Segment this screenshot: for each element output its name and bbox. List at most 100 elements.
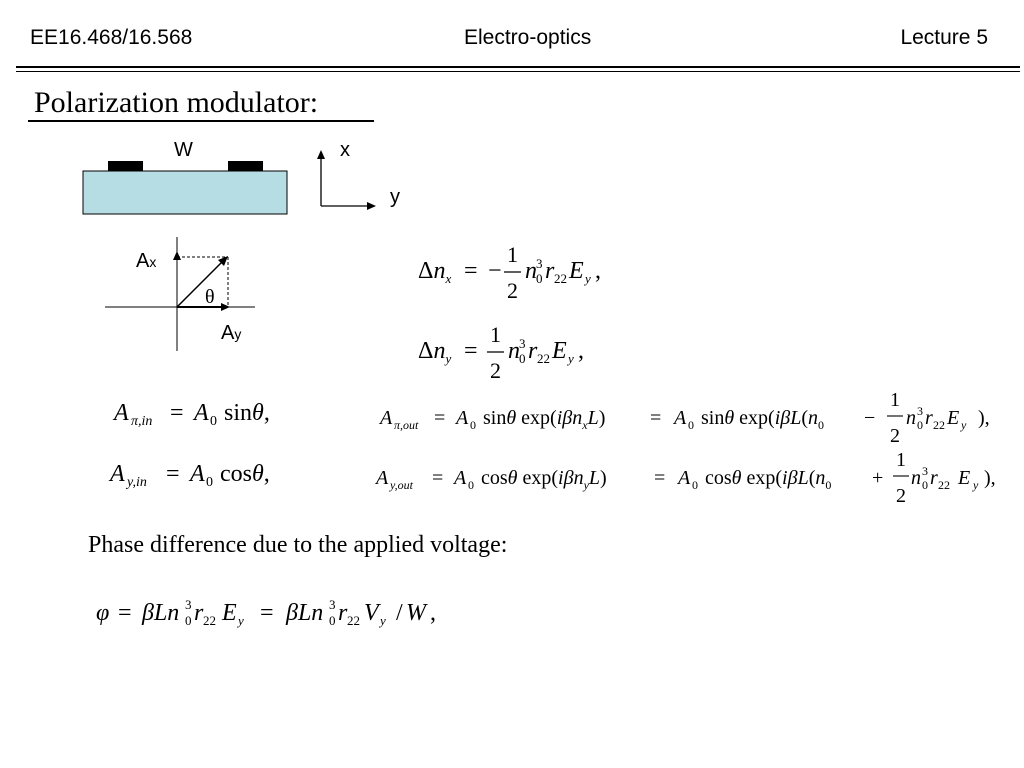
svg-text:n: n bbox=[906, 407, 916, 429]
svg-text:y: y bbox=[972, 478, 979, 492]
svg-text:=: = bbox=[464, 258, 478, 284]
svg-text:,: , bbox=[430, 600, 436, 626]
svg-text:1: 1 bbox=[896, 449, 906, 471]
svg-text:W: W bbox=[406, 600, 428, 626]
header-rule-thick bbox=[16, 66, 1020, 68]
y-arrow-icon bbox=[367, 202, 376, 210]
svg-text:0: 0 bbox=[688, 418, 694, 432]
eq-delta-ny: Δny = 1 2 n 3 0 r 22 E y , bbox=[418, 322, 584, 383]
svg-text:r: r bbox=[528, 338, 538, 364]
svg-text:2: 2 bbox=[507, 278, 518, 303]
svg-text:A: A bbox=[192, 400, 209, 426]
svg-text:0: 0 bbox=[206, 475, 213, 490]
svg-text:π,out: π,out bbox=[394, 418, 419, 432]
svg-text:0: 0 bbox=[468, 478, 474, 492]
svg-text:r: r bbox=[925, 407, 933, 429]
svg-text:y: y bbox=[583, 271, 591, 286]
svg-text:y: y bbox=[566, 351, 574, 366]
svg-text:0: 0 bbox=[470, 418, 476, 432]
eq-delta-nx: Δnx = − 1 2 n 3 0 r 22 E y , bbox=[418, 242, 601, 303]
svg-text:−: − bbox=[864, 407, 875, 429]
coordinate-axes bbox=[317, 150, 376, 210]
phase-description: Phase difference due to the applied volt… bbox=[88, 532, 508, 558]
svg-text:3: 3 bbox=[922, 464, 928, 478]
svg-text:A: A bbox=[452, 467, 467, 489]
svg-text:r: r bbox=[338, 600, 348, 626]
slide-title: Polarization modulator: bbox=[34, 86, 319, 119]
svg-text:A: A bbox=[672, 407, 687, 429]
vector-diagram: θ bbox=[105, 237, 255, 351]
ay-subscript: y bbox=[234, 326, 242, 342]
eq-ax-in: A π,in = A 0 sinθ, bbox=[112, 400, 270, 429]
svg-text:y: y bbox=[960, 418, 967, 432]
svg-text:A: A bbox=[374, 467, 389, 489]
ax-subscript: x bbox=[149, 254, 157, 270]
svg-text:−: − bbox=[488, 258, 502, 284]
ax-letter: A bbox=[136, 250, 150, 272]
x-arrow-icon bbox=[317, 150, 325, 159]
topic-title: Electro-optics bbox=[464, 26, 592, 49]
svg-text:2: 2 bbox=[490, 358, 501, 383]
svg-text:n: n bbox=[525, 258, 537, 284]
svg-text:=: = bbox=[432, 467, 443, 489]
svg-text:),: ), bbox=[984, 467, 996, 489]
svg-text:r: r bbox=[194, 600, 204, 626]
svg-text:22: 22 bbox=[347, 613, 360, 628]
svg-text:=: = bbox=[650, 407, 661, 429]
svg-text:φ: φ bbox=[96, 600, 109, 626]
svg-text:/: / bbox=[396, 600, 403, 626]
ay-arrow-icon bbox=[221, 303, 230, 311]
svg-text:=: = bbox=[434, 407, 445, 429]
lecture-number: Lecture 5 bbox=[900, 26, 988, 49]
svg-text:3: 3 bbox=[185, 597, 192, 612]
svg-text:3: 3 bbox=[536, 256, 543, 271]
svg-text:22: 22 bbox=[938, 478, 950, 492]
course-code: EE16.468/16.568 bbox=[30, 26, 193, 49]
svg-text:=: = bbox=[464, 338, 478, 364]
substrate bbox=[82, 170, 288, 215]
svg-text:A: A bbox=[676, 467, 691, 489]
svg-text:A: A bbox=[378, 407, 393, 429]
svg-text:0: 0 bbox=[917, 418, 923, 432]
eq-ax-out: A π,out = A 0 sinθ exp(iβnxL) = A 0 sinθ… bbox=[378, 389, 990, 447]
svg-text:cosθ exp(iβL(n0: cosθ exp(iβL(n0 bbox=[705, 467, 831, 492]
header-rule-thin bbox=[16, 71, 1020, 72]
svg-text:cosθ exp(iβnyL): cosθ exp(iβnyL) bbox=[481, 467, 607, 492]
svg-text:y: y bbox=[236, 613, 244, 628]
svg-text:Δnx: Δnx bbox=[418, 258, 451, 286]
eq-ay-in: A y,in = A 0 cosθ, bbox=[108, 461, 270, 490]
svg-text:22: 22 bbox=[203, 613, 216, 628]
svg-text:0: 0 bbox=[692, 478, 698, 492]
svg-text:3: 3 bbox=[917, 404, 923, 418]
svg-text:=: = bbox=[118, 600, 132, 626]
svg-text:0: 0 bbox=[185, 613, 192, 628]
right-electrode bbox=[228, 161, 263, 171]
svg-text:2: 2 bbox=[896, 485, 906, 507]
svg-text:Δny: Δny bbox=[418, 338, 451, 366]
svg-text:3: 3 bbox=[519, 336, 526, 351]
angle-label: θ bbox=[205, 286, 215, 308]
svg-text:2: 2 bbox=[890, 425, 900, 447]
svg-text:A: A bbox=[108, 461, 125, 487]
eq-ay-out: A y,out = A 0 cosθ exp(iβnyL) = A 0 cosθ… bbox=[374, 449, 996, 507]
svg-text:r: r bbox=[545, 258, 555, 284]
ax-label: Ax bbox=[136, 250, 156, 273]
svg-text:=: = bbox=[260, 600, 274, 626]
svg-text:3: 3 bbox=[329, 597, 336, 612]
svg-text:1: 1 bbox=[890, 389, 900, 411]
svg-text:E: E bbox=[568, 258, 584, 284]
title-underline bbox=[28, 120, 374, 122]
svg-text:0: 0 bbox=[329, 613, 336, 628]
svg-text:E: E bbox=[957, 467, 970, 489]
svg-text:r: r bbox=[930, 467, 938, 489]
svg-text:sinθ,: sinθ, bbox=[224, 400, 270, 426]
axis-y-label: y bbox=[390, 186, 400, 208]
svg-text:n: n bbox=[911, 467, 921, 489]
ax-arrow-icon bbox=[173, 251, 181, 260]
device-diagram bbox=[82, 161, 288, 215]
svg-text:=: = bbox=[654, 467, 665, 489]
svg-text:A: A bbox=[112, 400, 129, 426]
svg-text:0: 0 bbox=[922, 478, 928, 492]
svg-text:E: E bbox=[221, 600, 237, 626]
svg-text:,: , bbox=[578, 338, 584, 364]
